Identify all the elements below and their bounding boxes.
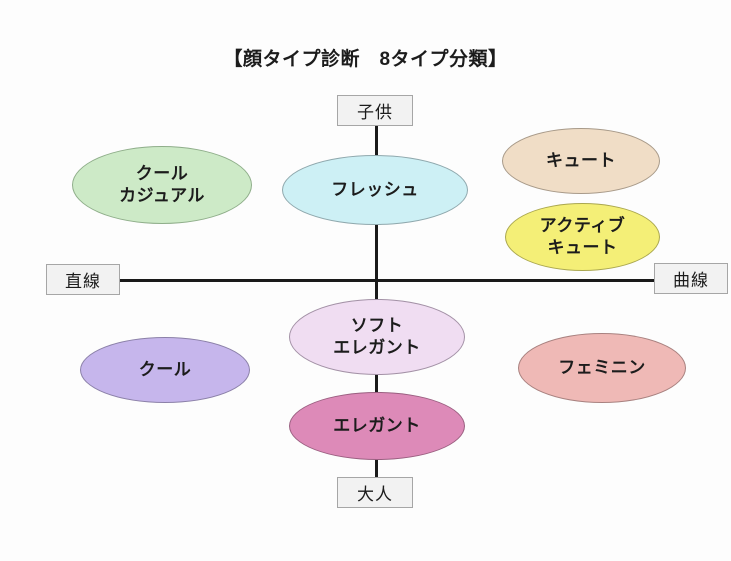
- type-node-active-cute: アクティブ キュート: [505, 203, 660, 271]
- type-label-line1: アクティブ: [539, 216, 626, 236]
- type-label-line1: フレッシュ: [331, 180, 419, 200]
- type-node-cool-casual: クール カジュアル: [72, 146, 252, 224]
- axis-label-bottom: 大人: [337, 477, 413, 508]
- type-label-line1: フェミニン: [558, 358, 646, 378]
- axis-label-right: 曲線: [654, 263, 728, 294]
- type-node-soft-elegant: ソフト エレガント: [289, 299, 465, 375]
- type-node-cool: クール: [80, 337, 250, 403]
- type-label-line1: クール: [135, 164, 189, 184]
- type-label-line2: キュート: [547, 238, 618, 257]
- type-label-line1: エレガント: [333, 416, 421, 436]
- type-node-cute: キュート: [502, 128, 660, 194]
- axis-label-left: 直線: [46, 264, 120, 295]
- type-label-line2: エレガント: [333, 338, 421, 357]
- page-title: 【顔タイプ診断 8タイプ分類】: [223, 49, 508, 70]
- type-node-elegant: エレガント: [289, 392, 465, 460]
- axis-label-top: 子供: [337, 95, 413, 126]
- type-label-line1: キュート: [546, 151, 616, 171]
- type-label-line2: カジュアル: [119, 186, 205, 205]
- type-node-fresh: フレッシュ: [282, 155, 468, 225]
- type-label-line1: クール: [138, 360, 192, 380]
- horizontal-axis-line: [110, 279, 660, 282]
- type-label-line1: ソフト: [350, 316, 404, 336]
- type-node-feminine: フェミニン: [518, 333, 686, 403]
